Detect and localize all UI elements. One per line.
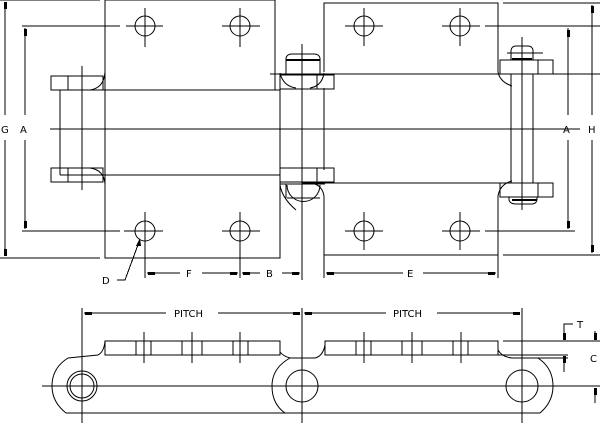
left-pin-head-bottom <box>50 167 104 183</box>
left-pin-head-top <box>50 75 104 91</box>
dimension-F: F <box>147 269 238 280</box>
hole-bottom-right-2 <box>442 212 575 250</box>
right-attachment-plate-bottom <box>323 196 499 256</box>
label-G: G <box>1 125 9 136</box>
side-attachment-left <box>67 332 291 363</box>
label-A-left: A <box>20 125 27 136</box>
dimension-E: E <box>323 255 499 280</box>
label-B: B <box>266 269 273 280</box>
label-F: F <box>186 269 192 280</box>
left-link-body <box>104 89 281 176</box>
top-view: G A A H <box>0 0 600 287</box>
right-plate-fillet-br <box>497 180 513 197</box>
dimension-D: D <box>102 238 141 287</box>
label-A-right: A <box>563 125 570 136</box>
hole-bottom-left-1 <box>124 212 163 278</box>
side-attachment-right <box>290 332 568 363</box>
label-C: C <box>590 354 597 365</box>
dimension-G: G <box>0 0 100 259</box>
side-link-center <box>271 345 540 423</box>
label-pitch-right: PITCH <box>393 309 422 320</box>
right-plate-fillet-bl <box>309 182 325 197</box>
label-H: H <box>588 125 596 136</box>
hole-top-left-2 <box>222 8 260 47</box>
left-attachment-plate-top <box>104 0 276 90</box>
dimension-pitch-left: PITCH <box>81 308 300 345</box>
left-fillet-top <box>89 71 106 91</box>
dimension-B: B <box>242 269 300 280</box>
hole-top-right-1 <box>345 8 383 46</box>
right-attachment-plate-top <box>323 2 499 72</box>
right-plate-fillet-tr <box>497 71 513 87</box>
left-fillet-bottom <box>89 167 106 185</box>
label-pitch-left: PITCH <box>174 309 203 320</box>
label-T: T <box>576 320 584 331</box>
dimension-H: H <box>503 2 600 256</box>
dimension-T: T <box>498 320 600 372</box>
hole-bottom-right-1 <box>345 212 383 250</box>
hole-bottom-left-2 <box>222 212 260 278</box>
right-pin <box>499 37 554 210</box>
left-attachment-plate-bottom <box>104 175 281 259</box>
hole-top-right-2 <box>442 8 600 46</box>
dimension-C: C <box>590 331 597 403</box>
dimension-pitch-right: PITCH <box>301 308 523 345</box>
label-E: E <box>407 269 413 280</box>
hole-top-left-1 <box>126 8 163 47</box>
side-link-right <box>505 345 554 423</box>
dimension-A-left: A <box>20 25 120 232</box>
center-pin <box>279 44 335 280</box>
label-D: D <box>102 276 110 287</box>
side-view: PITCH PITCH <box>42 308 600 423</box>
dimension-A-right: A <box>563 28 570 229</box>
side-link-left <box>42 345 600 423</box>
